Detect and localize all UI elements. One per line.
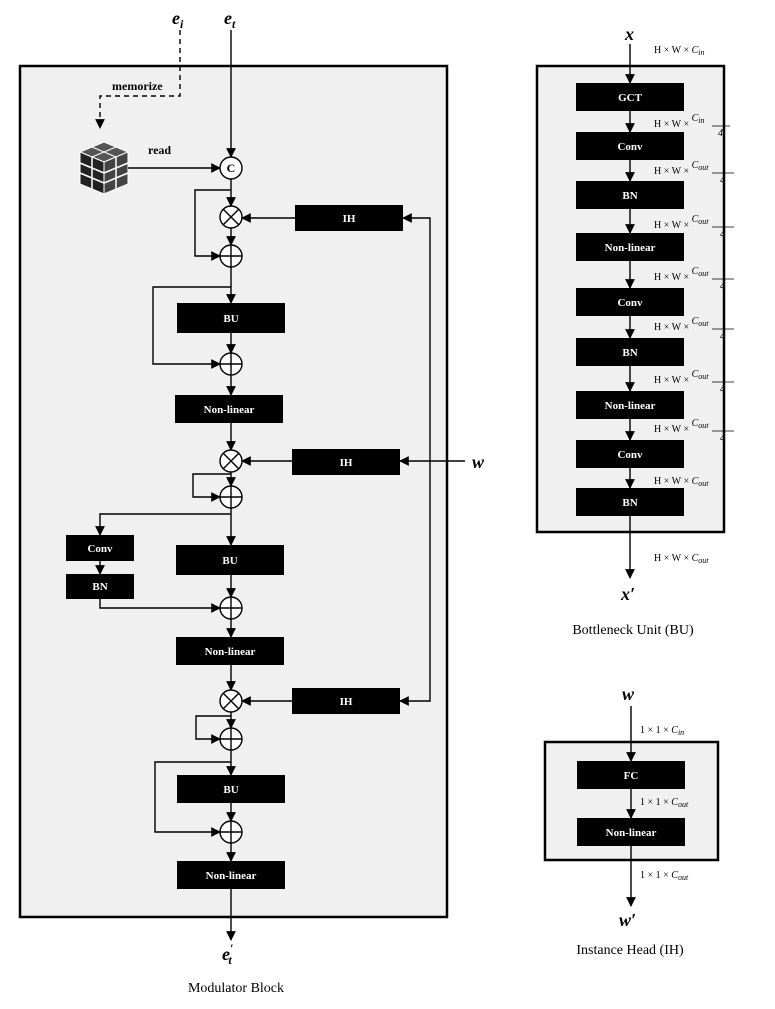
memorize-label: memorize [112, 79, 163, 93]
bu-block-label: Conv [617, 449, 643, 461]
bu-dim-label-denominator: 4 [718, 128, 723, 139]
concat-label: C [227, 161, 236, 175]
bu-block-conv-5 [576, 288, 684, 316]
ih-block-non-linear [577, 818, 685, 846]
memorize-path [95, 30, 181, 129]
svg-text:Non-linear: Non-linear [205, 646, 256, 658]
svg-text:IH: IH [340, 696, 353, 708]
bu-dim-label-denominator: 4 [720, 281, 725, 292]
bu-dim-label: H × W × Cin [654, 113, 704, 130]
bu-dim-label: H × W × Cout [654, 214, 709, 231]
bu-block-non-linear-7 [576, 391, 684, 419]
memory-cube-icon [78, 141, 130, 195]
bu-block-non-linear-4 [576, 233, 684, 261]
ih-block-label: Non-linear [606, 827, 657, 839]
bu-dim-label-denominator: 4 [720, 175, 725, 186]
bu-block-bn-9 [576, 488, 684, 516]
ih-block-2 [292, 449, 400, 475]
bu-dim-label: H × W × Cout [654, 476, 709, 488]
add-node-6 [219, 820, 243, 844]
bu-block-bn-6 [576, 338, 684, 366]
bu-block-label: BN [622, 190, 637, 202]
bu-dim-label-denominator: 4 [720, 384, 725, 395]
w-input-label: w [472, 452, 485, 472]
et-label: et [224, 8, 236, 31]
bu-block-conv-2 [576, 132, 684, 160]
add-node-5 [219, 727, 243, 751]
bu-block-label: BN [622, 497, 637, 509]
read-label: read [148, 143, 171, 157]
ih-caption: Instance Head (IH) [576, 943, 684, 958]
bu-block-label: Non-linear [605, 242, 656, 254]
ih-block-1 [295, 205, 403, 231]
bn-block-side [66, 574, 134, 599]
add-node-2 [219, 352, 243, 376]
nonlinear-block-2 [176, 637, 284, 665]
bu-dim-label: H × W × Cout [654, 316, 709, 333]
modulator-caption: Modulator Block [188, 981, 284, 996]
multiply-node-3 [219, 689, 243, 713]
ih-output-label: w′ [619, 910, 636, 930]
add-node-4 [219, 596, 243, 620]
bu-block-bn-3 [576, 181, 684, 209]
bu-block-gct-1 [576, 83, 684, 111]
nonlinear-block-1 [175, 395, 283, 423]
ih-dim-label: 1 × 1 × Cout [640, 870, 689, 882]
svg-text:BU: BU [222, 555, 237, 567]
ih-input-label: w [622, 684, 635, 704]
bu-dim-label-denominator: 4 [720, 229, 725, 240]
bu-block-label: Conv [617, 141, 643, 153]
bu-dim-label-denominator: 4 [720, 331, 725, 342]
svg-text:Non-linear: Non-linear [204, 404, 255, 416]
nonlinear-block-3 [177, 861, 285, 889]
ih-dim-label: 1 × 1 × Cin [640, 725, 684, 737]
svg-text:IH: IH [343, 213, 356, 225]
bu-dim-label: H × W × Cout [654, 266, 709, 283]
svg-text:BU: BU [223, 784, 238, 796]
svg-text:Non-linear: Non-linear [206, 870, 257, 882]
ih-block-label: FC [624, 770, 639, 782]
ih-block-3 [292, 688, 400, 714]
bu-block-label: Non-linear [605, 400, 656, 412]
ih-block-fc [577, 761, 685, 789]
bu-dim-label: H × W × Cout [654, 160, 709, 177]
svg-text:BN: BN [92, 581, 107, 593]
bu-block-label: GCT [618, 92, 643, 104]
et-prime-label: e′t [222, 941, 233, 967]
bu-block-2 [176, 545, 284, 575]
bu-dim-label: H × W × Cin [654, 45, 704, 57]
ih-dim-label: 1 × 1 × Cout [640, 797, 689, 809]
svg-text:IH: IH [340, 457, 353, 469]
bu-block-1 [177, 303, 285, 333]
ei-label: ei [172, 8, 184, 31]
bu-dim-label-denominator: 4 [720, 433, 725, 444]
bu-input-label: x [624, 24, 634, 44]
add-node-1 [219, 244, 243, 268]
add-node-3 [219, 485, 243, 509]
bu-block-3 [177, 775, 285, 803]
bu-dim-label: H × W × Cout [654, 418, 709, 435]
svg-text:BU: BU [223, 313, 238, 325]
multiply-node-1 [219, 205, 243, 229]
multiply-node-2 [219, 449, 243, 473]
bu-caption: Bottleneck Unit (BU) [572, 623, 694, 638]
bu-dim-label: H × W × Cout [654, 369, 709, 386]
bu-dim-label: H × W × Cout [654, 553, 709, 565]
bu-output-label: x′ [620, 584, 635, 604]
bu-block-label: Conv [617, 297, 643, 309]
bu-block-conv-8 [576, 440, 684, 468]
conv-block-side [66, 535, 134, 561]
bu-block-label: BN [622, 347, 637, 359]
svg-text:Conv: Conv [87, 543, 113, 555]
